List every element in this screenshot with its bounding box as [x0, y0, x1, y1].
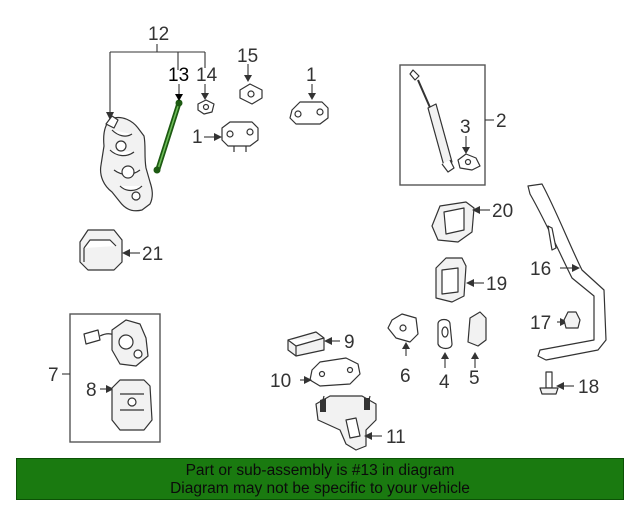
part-9-pad[interactable] [287, 331, 340, 357]
callout-11: 11 [386, 427, 406, 448]
callout-13-leader [175, 84, 183, 101]
banner-line-1: Part or sub-assembly is #13 in diagram [185, 462, 455, 479]
callout-14: 14 [196, 65, 218, 86]
callout-15: 15 [237, 46, 258, 67]
callout-20: 20 [492, 201, 513, 222]
part-18-bolt[interactable] [539, 371, 574, 395]
part-7-actuator[interactable] [83, 319, 149, 367]
callout-7: 7 [48, 365, 59, 386]
part-2-gas-strut[interactable] [409, 69, 494, 173]
part-14-clip[interactable] [197, 84, 215, 115]
callout-21: 21 [142, 244, 163, 265]
callout-4: 4 [439, 372, 450, 393]
part-1-upper[interactable] [289, 84, 329, 125]
callout-12-bracket [106, 44, 206, 120]
part-10-plate[interactable] [300, 357, 361, 387]
callout-9: 9 [344, 332, 355, 353]
callout-6: 6 [400, 366, 411, 387]
part-11-base[interactable] [315, 395, 382, 451]
callout-1-lower: 1 [192, 127, 203, 148]
part-2-3-box [399, 64, 486, 186]
part-21-cover[interactable] [79, 229, 140, 271]
callout-5: 5 [469, 368, 480, 389]
callout-10: 10 [270, 371, 291, 392]
callout-1-upper: 1 [306, 65, 317, 86]
callout-8: 8 [86, 380, 97, 401]
callout-2: 2 [496, 111, 507, 132]
callout-3: 3 [460, 117, 471, 138]
part-1-lower[interactable] [204, 121, 259, 152]
part-13-rod[interactable] [153, 99, 183, 174]
part-4-grommet[interactable] [437, 318, 453, 369]
part-7-8-box [69, 313, 161, 443]
part-17-clip[interactable] [557, 311, 581, 329]
callout-17: 17 [530, 313, 551, 334]
callout-19: 19 [486, 274, 507, 295]
callout-16: 16 [530, 259, 551, 280]
info-banner: Part or sub-assembly is #13 in diagram D… [16, 458, 624, 500]
part-20-housing[interactable] [431, 201, 490, 243]
part-5-cap[interactable] [467, 311, 487, 368]
part-19-bumper[interactable] [435, 257, 484, 303]
part-15-bracket[interactable] [239, 64, 263, 105]
part-6-bracket[interactable] [387, 313, 419, 356]
part-12-latch[interactable] [99, 115, 153, 212]
callout-13: 13 [168, 65, 189, 86]
part-16-rod[interactable] [527, 183, 607, 361]
callout-18: 18 [578, 377, 599, 398]
part-3-clip[interactable] [457, 136, 481, 171]
banner-line-2: Diagram may not be specific to your vehi… [170, 480, 470, 497]
part-8-motor[interactable] [100, 379, 153, 431]
callout-12: 12 [148, 24, 169, 45]
parts-diagram: 12 13 14 15 1 1 2 3 20 21 16 19 17 9 7 6… [48, 24, 607, 451]
